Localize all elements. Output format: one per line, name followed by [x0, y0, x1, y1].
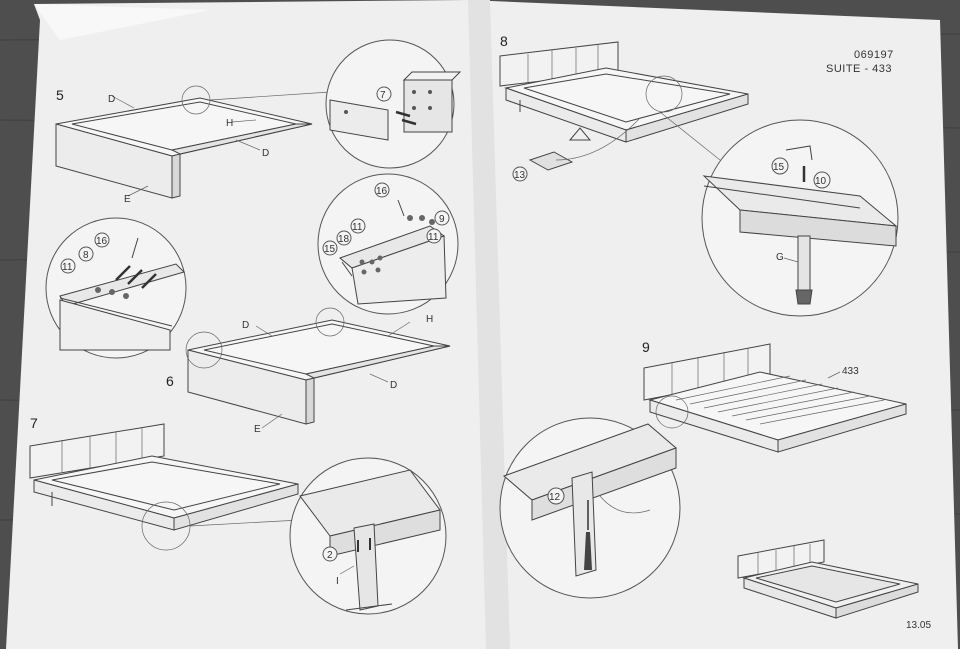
step-6-left-16: 16	[96, 236, 108, 247]
step-8-callout-12: 12	[549, 492, 561, 503]
paper-fold	[468, 0, 510, 649]
step-9-label-433: 433	[842, 366, 859, 377]
footer-partial-text: 13.05	[906, 620, 931, 631]
step-5-callout-7: 7	[380, 90, 386, 101]
step-6-right-11a: 11	[428, 232, 439, 243]
step-7-number: 7	[30, 415, 38, 431]
step-7-callout-2: 2	[327, 550, 333, 561]
step-5-label-d-top: D	[108, 94, 115, 105]
finished-bed-illustration: 13.05	[737, 539, 931, 631]
step-8-label-g: G	[776, 252, 784, 263]
step-6-right-9: 9	[439, 214, 445, 225]
step-6-left-detail-circle: 16 8 11	[45, 217, 187, 359]
step-7-illustration: 7	[29, 415, 301, 551]
step-6-right-detail-circle: 16 9 11 11 18 15	[317, 173, 459, 315]
step-8-callout-13: 13	[514, 170, 526, 181]
step-6-illustration: 6 D H D E	[166, 307, 451, 435]
step-9-illustration: 9 433	[642, 339, 907, 453]
step-6-label-h: H	[426, 314, 433, 325]
step-6-left-11: 11	[62, 262, 73, 273]
step-6-label-d-side: D	[390, 380, 397, 391]
step-5-label-h: H	[226, 118, 233, 129]
step-6-left-8: 8	[83, 250, 89, 261]
step-5-label-d-side: D	[262, 148, 269, 159]
step-5-illustration: 5 D H D E	[55, 85, 331, 205]
step-8-lower-detail-circle: 12	[499, 417, 681, 599]
step-6-right-18: 18	[338, 234, 350, 245]
product-code: 069197	[854, 49, 894, 61]
step-6-right-16: 16	[376, 186, 388, 197]
step-6-right-11b: 11	[352, 222, 363, 233]
step-6-right-15: 15	[324, 244, 336, 255]
step-8-illustration: 8 069197 SUITE - 433 13	[499, 33, 894, 182]
step-7-detail-circle: 2 I	[289, 457, 447, 615]
step-5-label-e: E	[124, 194, 131, 205]
step-8-callout-15: 15	[773, 162, 785, 173]
step-7-label-i: I	[336, 576, 339, 587]
step-6-number: 6	[166, 373, 174, 389]
step-8-number: 8	[500, 33, 508, 49]
product-name: SUITE - 433	[826, 63, 892, 75]
step-6-label-e: E	[254, 424, 261, 435]
step-5-detail-circle: 7	[325, 39, 462, 169]
step-5-number: 5	[56, 87, 64, 103]
step-8-upper-detail-circle: 15 10 G	[701, 119, 899, 317]
step-8-callout-10: 10	[815, 176, 827, 187]
paper-curl	[34, 4, 210, 40]
step-6-label-d-top: D	[242, 320, 249, 331]
step-9-number: 9	[642, 339, 650, 355]
